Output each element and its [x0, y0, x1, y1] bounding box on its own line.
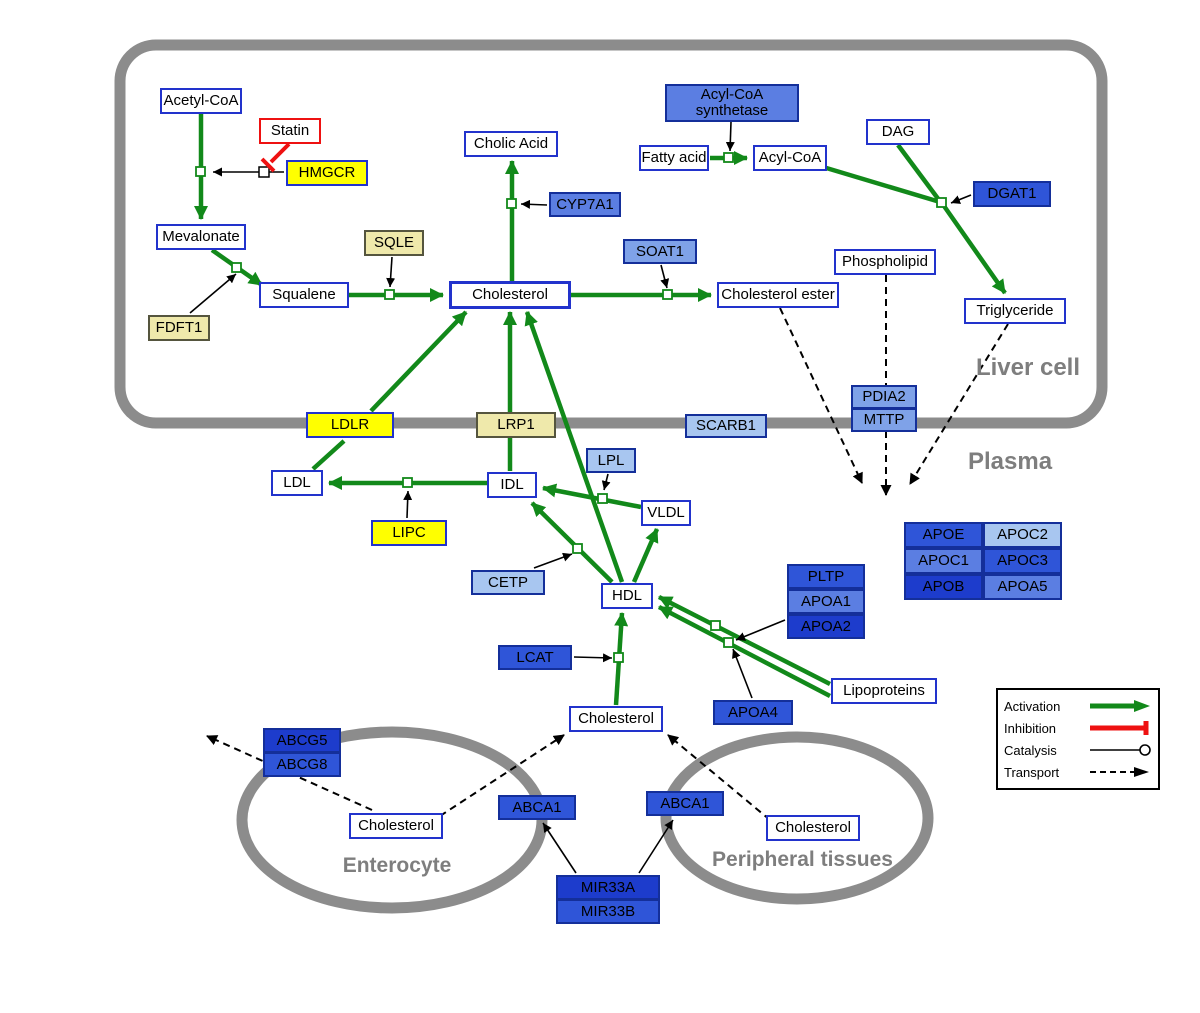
legend-transport-label: Transport: [1004, 764, 1060, 780]
node-apoc3[interactable]: APOC3: [983, 548, 1062, 574]
node-abca1-peripheral[interactable]: ABCA1: [646, 791, 724, 816]
node-squalene[interactable]: Squalene: [259, 282, 349, 308]
node-pltp[interactable]: PLTP: [787, 564, 865, 589]
legend-catalysis-label: Catalysis: [1004, 742, 1057, 758]
liver-cell-label: Liver cell: [975, 354, 1080, 381]
enterocyte-membrane: [236, 726, 548, 914]
node-apoa1[interactable]: APOA1: [787, 589, 865, 614]
peripheral-tissue-membrane: [660, 731, 934, 905]
legend: Activation Inhibition Catalysis Transpor…: [996, 688, 1160, 790]
node-fatty-acid[interactable]: Fatty acid: [639, 145, 709, 171]
node-acyl-coa[interactable]: Acyl-CoA: [753, 145, 827, 171]
node-scarb1[interactable]: SCARB1: [685, 414, 767, 438]
node-lrp1[interactable]: LRP1: [476, 412, 556, 438]
node-mevalonate[interactable]: Mevalonate: [156, 224, 246, 250]
node-fdft1[interactable]: FDFT1: [148, 315, 210, 341]
node-cholesterol-plasma[interactable]: Cholesterol: [569, 706, 663, 732]
node-mir33a[interactable]: MIR33A: [556, 875, 660, 900]
legend-activation-label: Activation: [1004, 698, 1061, 714]
node-soat1[interactable]: SOAT1: [623, 239, 697, 264]
node-mttp[interactable]: MTTP: [851, 408, 917, 432]
node-abcg8[interactable]: ABCG8: [263, 752, 341, 777]
node-apoc1[interactable]: APOC1: [904, 548, 983, 574]
catalysis-junction-square: [258, 166, 270, 178]
node-abcg5[interactable]: ABCG5: [263, 728, 341, 753]
legend-row-catalysis: Catalysis: [1004, 739, 1152, 761]
node-hmgcr[interactable]: HMGCR: [286, 160, 368, 186]
node-cholesterol-ester[interactable]: Cholesterol ester: [717, 282, 839, 308]
node-dgat1[interactable]: DGAT1: [973, 181, 1051, 207]
catalysis-circle-icon: [1090, 744, 1151, 756]
compartment-outlines: [114, 39, 1108, 914]
node-statin[interactable]: Statin: [259, 118, 321, 144]
node-sqle[interactable]: SQLE: [364, 230, 424, 256]
activation-arrow-icon: [1090, 700, 1150, 712]
node-cholesterol-liver[interactable]: Cholesterol: [449, 281, 571, 309]
legend-row-activation: Activation: [1004, 695, 1152, 717]
node-cholesterol-enterocyte[interactable]: Cholesterol: [349, 813, 443, 839]
node-apoa4[interactable]: APOA4: [713, 700, 793, 725]
node-apoa5[interactable]: APOA5: [983, 574, 1062, 600]
plasma-label: Plasma: [968, 448, 1053, 475]
node-apoe[interactable]: APOE: [904, 522, 983, 548]
node-apoa2[interactable]: APOA2: [787, 614, 865, 639]
node-lpl[interactable]: LPL: [586, 448, 636, 473]
node-triglyceride[interactable]: Triglyceride: [964, 298, 1066, 324]
node-apob[interactable]: APOB: [904, 574, 983, 600]
node-ldlr[interactable]: LDLR: [306, 412, 394, 438]
node-acyl-coa-synthetase[interactable]: Acyl-CoA synthetase: [665, 84, 799, 122]
peripheral-tissues-label: Peripheral tissues: [712, 848, 893, 871]
node-cyp7a1[interactable]: CYP7A1: [549, 192, 621, 217]
node-lipc[interactable]: LIPC: [371, 520, 447, 546]
reaction-nodes: [195, 152, 947, 663]
node-dag[interactable]: DAG: [866, 119, 930, 145]
node-pdia2[interactable]: PDIA2: [851, 385, 917, 409]
transport-dashed-arrow-icon: [1090, 767, 1149, 777]
node-mir33b[interactable]: MIR33B: [556, 899, 660, 924]
node-lcat[interactable]: LCAT: [498, 645, 572, 670]
node-idl[interactable]: IDL: [487, 472, 537, 498]
legend-inhibition-label: Inhibition: [1004, 720, 1057, 736]
node-acetyl-coa[interactable]: Acetyl-CoA: [160, 88, 242, 114]
inhibition-edge: [260, 142, 291, 173]
node-phospholipid[interactable]: Phospholipid: [834, 249, 936, 275]
node-cetp[interactable]: CETP: [471, 570, 545, 595]
node-apoc2[interactable]: APOC2: [983, 522, 1062, 548]
node-abca1-enterocyte[interactable]: ABCA1: [498, 795, 576, 820]
node-cholesterol-peripheral[interactable]: Cholesterol: [766, 815, 860, 841]
inhibition-tbar-icon: [1090, 721, 1149, 735]
node-ldl[interactable]: LDL: [271, 470, 323, 496]
liver-cell-membrane: [114, 39, 1108, 429]
legend-row-transport: Transport: [1004, 761, 1152, 783]
node-lipoproteins[interactable]: Lipoproteins: [831, 678, 937, 704]
enterocyte-label: Enterocyte: [342, 854, 452, 877]
node-vldl[interactable]: VLDL: [641, 500, 691, 526]
catalysis-edges: [189, 121, 972, 874]
node-hdl[interactable]: HDL: [601, 583, 653, 609]
node-cholic-acid[interactable]: Cholic Acid: [464, 131, 558, 157]
legend-row-inhibition: Inhibition: [1004, 717, 1152, 739]
